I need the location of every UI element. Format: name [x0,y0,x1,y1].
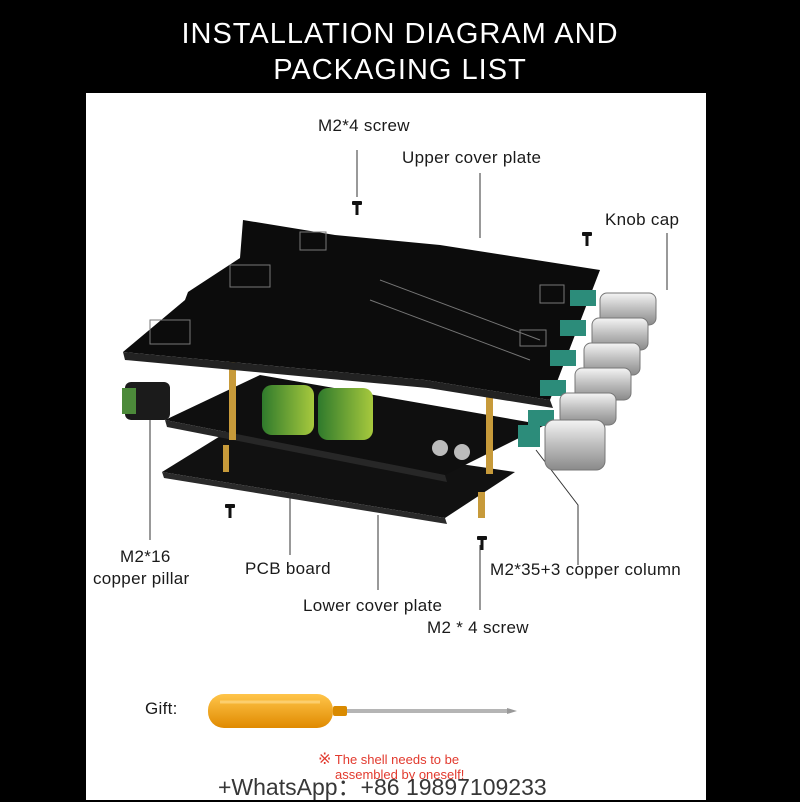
capacitor [318,388,373,440]
label-copper-pillar-line1: M2*16 [120,547,171,566]
label-bottom-screw: M2 * 4 screw [427,618,529,637]
capacitor [262,385,314,435]
watermark-text: +WhatsApp：+86 19897109233 [218,774,547,800]
screwdriver-icon [208,694,517,728]
label-top-screw: M2*4 screw [318,116,410,135]
page-title-line1: INSTALLATION DIAGRAM AND [181,18,619,50]
screw-icon [225,504,235,518]
label-upper-cover: Upper cover plate [402,148,542,167]
lower-cover-plate [162,430,515,524]
note-line2: assembled by oneself! [335,767,465,782]
label-pcb-board: PCB board [245,559,331,578]
copper-column [486,392,493,474]
label-lower-cover: Lower cover plate [303,596,443,615]
screw-icon [352,201,362,215]
assembly-note: ※ The shell needs to be assembled by one… [318,751,465,783]
copper-column [229,360,236,440]
upper-cover-plate [123,220,600,408]
note-symbol: ※ [318,751,332,768]
label-gift: Gift: [145,699,178,718]
label-knob-cap: Knob cap [605,210,680,229]
screws [225,201,592,550]
copper-pillar [223,445,229,472]
note-line1: The shell needs to be [334,752,460,767]
knob-caps [518,290,657,471]
copper-pillar [478,492,485,518]
page-title-line2: PACKAGING LIST [273,54,527,86]
screw-icon [477,536,487,550]
screw-icon [582,232,592,246]
label-copper-column: M2*35+3 copper column [490,560,682,579]
power-jack [125,382,170,420]
label-copper-pillar-line2: copper pillar [93,569,190,588]
